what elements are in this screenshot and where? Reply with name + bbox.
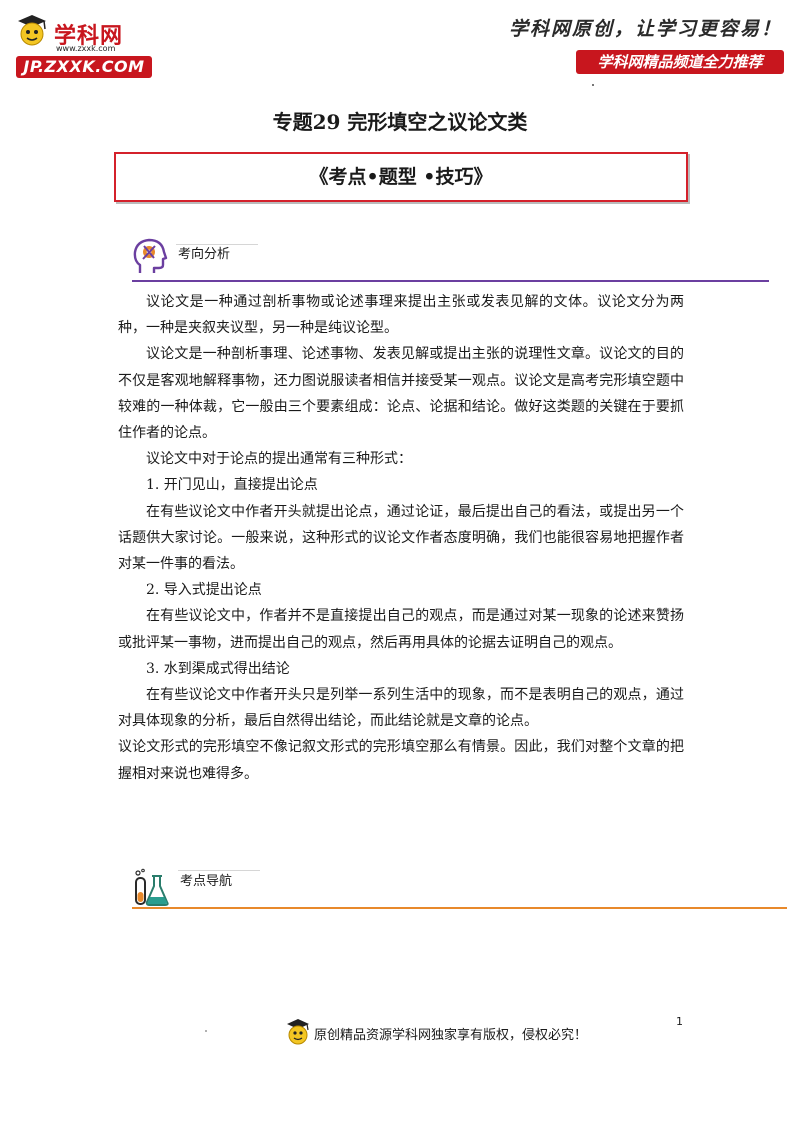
paragraph: 议论文是一种通过剖析事物或论述事理来提出主张或发表见解的文体。议论文分为两种，一… xyxy=(118,294,684,337)
logo-text: 学科网 xyxy=(54,24,124,49)
channel-badge: 学科网精品频道全力推荐 xyxy=(576,50,784,74)
section-label-underline xyxy=(178,870,260,871)
head-gears-icon xyxy=(132,237,168,277)
header-slogan: 学科网原创，让学习更容易！ xyxy=(508,18,782,40)
paragraph: 在有些议论文中作者开头就提出论点，通过论证，最后提出自己的看法，或提出另一个话题… xyxy=(118,503,684,573)
section-label-underline xyxy=(176,244,258,245)
list-heading: 1. 开门见山，直接提出论点 xyxy=(146,477,318,494)
mascot-icon xyxy=(284,1016,312,1046)
document-title: 专题29 完形填空之议论文类 xyxy=(272,110,528,134)
logo-domain-badge: JP.ZXXK.COM xyxy=(16,56,152,78)
paragraph: 议论文形式的完形填空不像记叙文形式的完形填空那么有情景。因此，我们对整个文章的把… xyxy=(118,739,684,782)
paragraph: 在有些议论文中作者开头只是列举一系列生活中的现象，而不是表明自己的观点，通过对具… xyxy=(118,687,684,730)
copyright-notice: 原创精品资源学科网独家享有版权，侵权必究！ xyxy=(314,1028,588,1043)
section-divider-orange xyxy=(132,907,787,909)
section-divider-purple xyxy=(132,280,769,282)
footer-dot xyxy=(205,1030,207,1032)
mascot-icon xyxy=(14,12,50,48)
list-heading: 3. 水到渠成式得出结论 xyxy=(146,660,290,677)
section-label-navigation: 考点导航 xyxy=(180,874,233,889)
paragraph: 在有些议论文中，作者并不是直接提出自己的观点，而是通过对某一现象的论述来赞扬或批… xyxy=(118,608,684,651)
paragraph: 议论文中对于论点的提出通常有三种形式： xyxy=(146,451,412,468)
site-logo[interactable]: 学科网 www.zxxk.com JP.ZXXK.COM xyxy=(14,12,154,84)
page-number: 1 xyxy=(676,1015,683,1028)
topic-box-text: 《考点•题型 •技巧》 xyxy=(309,166,493,188)
body-text: 议论文是一种通过剖析事物或论述事理来提出主张或发表见解的文体。议论文分为两种，一… xyxy=(118,289,684,787)
logo-url: www.zxxk.com xyxy=(56,44,116,53)
list-heading: 2. 导入式提出论点 xyxy=(146,582,262,599)
section-label-analysis: 考向分析 xyxy=(178,247,231,262)
paragraph: 议论文是一种剖析事理、论述事物、发表见解或提出主张的说理性文章。议论文的目的不仅… xyxy=(118,346,684,442)
flask-icon xyxy=(132,868,172,908)
header-dot xyxy=(592,84,594,86)
topic-box: 《考点•题型 •技巧》 xyxy=(114,152,688,202)
